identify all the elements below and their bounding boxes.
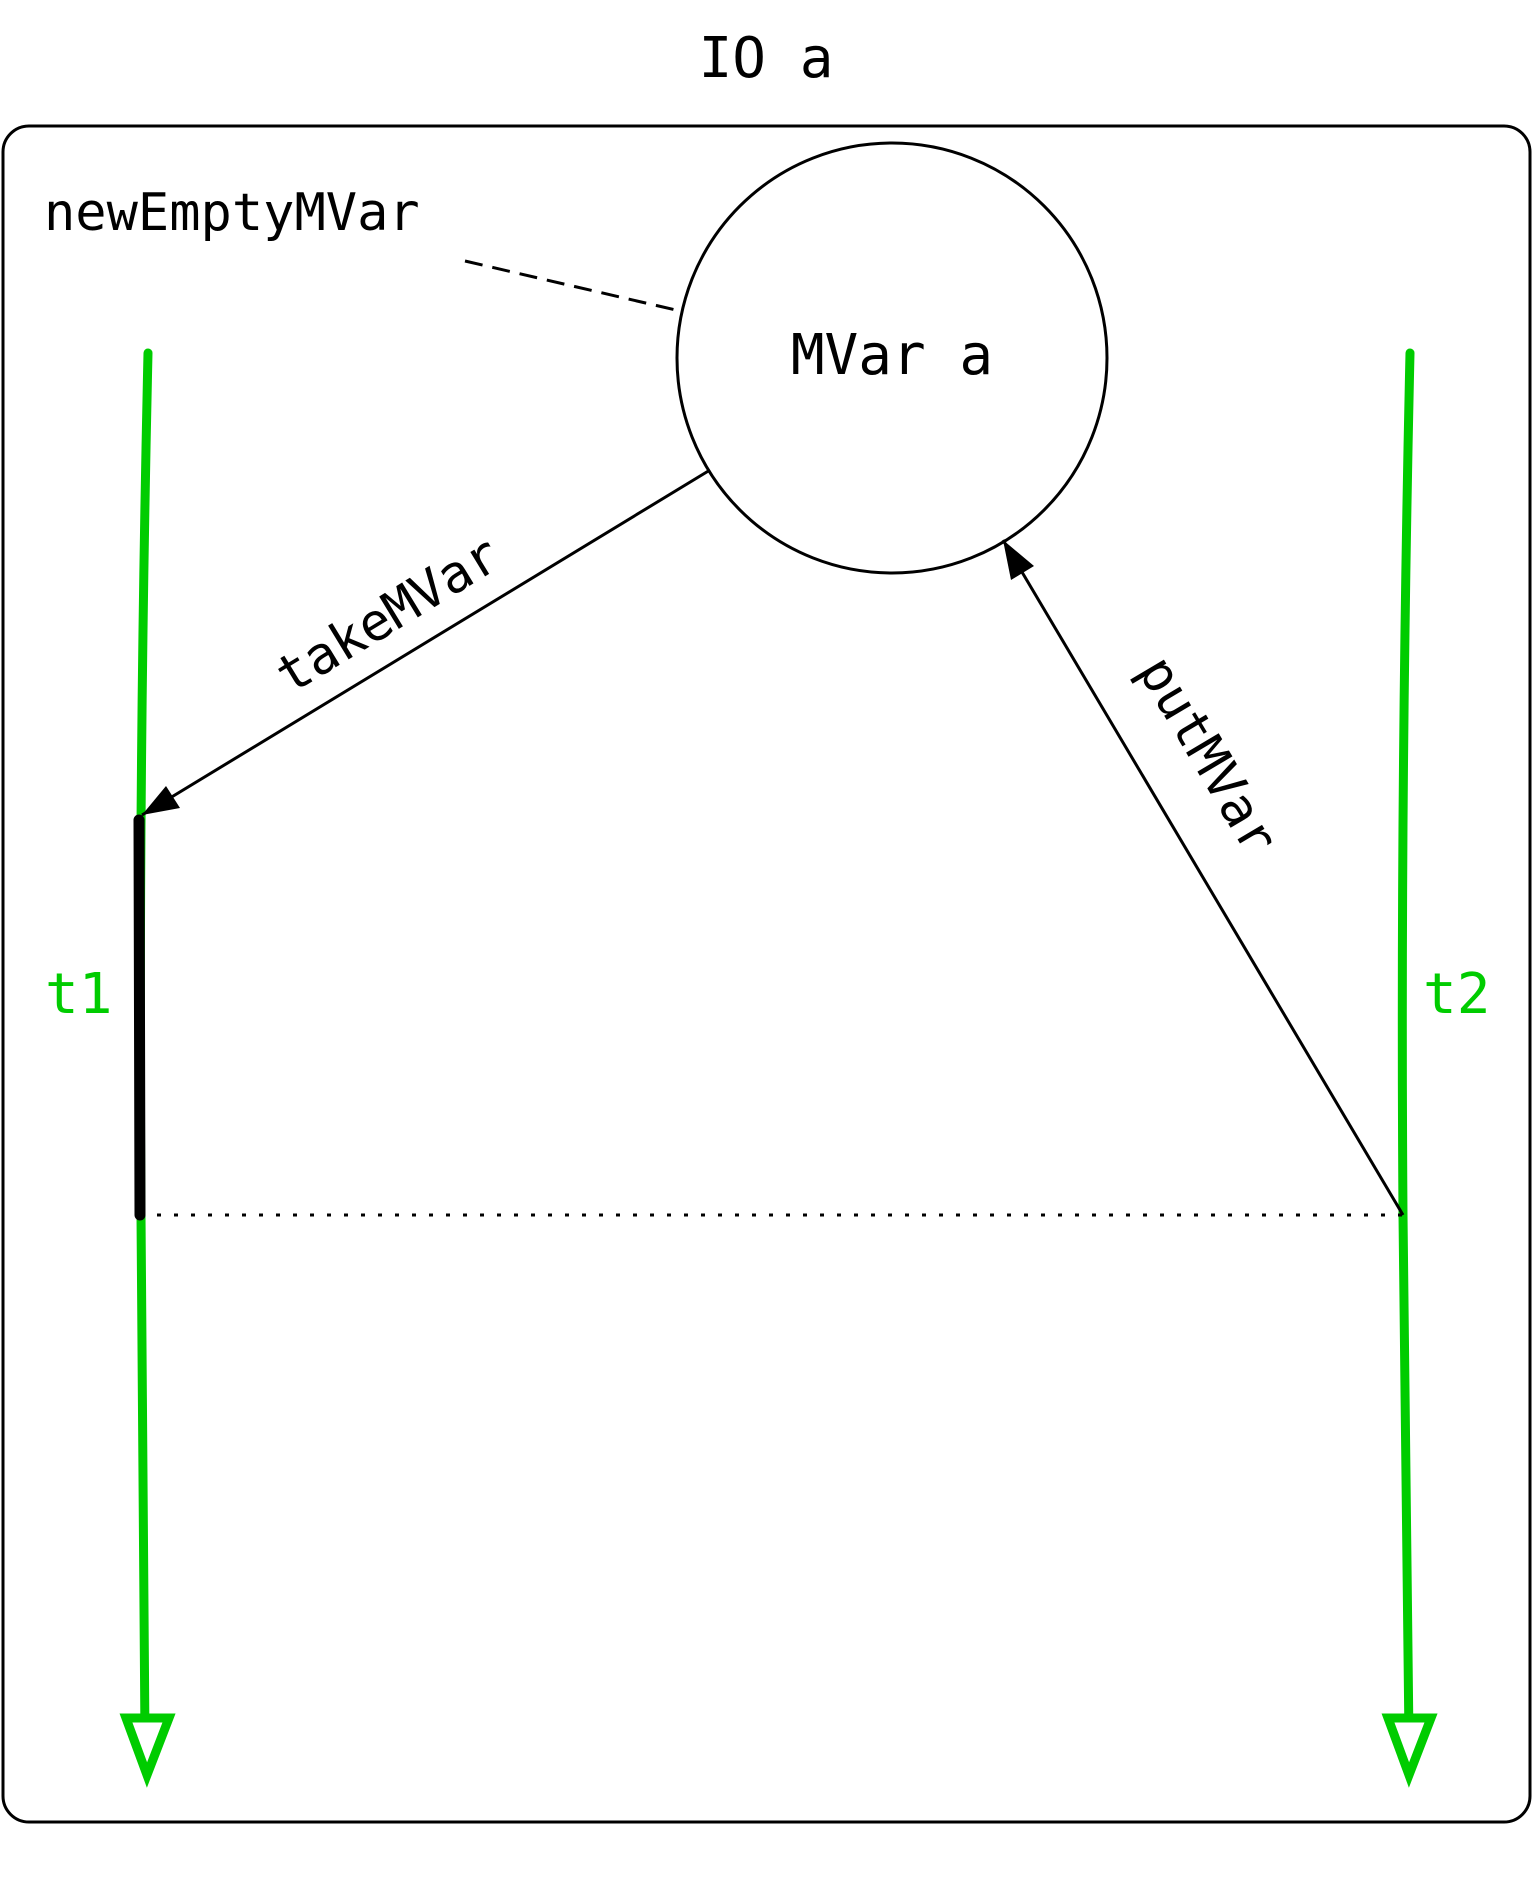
new-empty-mvar-connector xyxy=(464,259,681,313)
thread-t1-label: t1 xyxy=(45,962,112,1027)
put-mvar-arrowhead xyxy=(1003,540,1034,580)
put-mvar-label: putMVar xyxy=(1126,646,1289,865)
take-mvar-arrowhead xyxy=(142,786,180,815)
new-empty-mvar-label: newEmptyMVar xyxy=(44,183,420,243)
mvar-node xyxy=(675,141,1109,575)
t1-blocked-segment xyxy=(133,814,146,1221)
diagram-title: IO a xyxy=(699,26,834,91)
take-mvar-arrow xyxy=(141,468,711,817)
io-container xyxy=(1,124,1532,1824)
take-mvar-label: takeMVar xyxy=(266,525,511,706)
put-mvar-arrow xyxy=(1001,539,1405,1216)
thread-t2-line xyxy=(1397,348,1415,1745)
thread-t2-label: t2 xyxy=(1423,962,1490,1027)
thread-t1-arrowhead xyxy=(119,1713,176,1788)
mvar-label: MVar a xyxy=(791,323,993,388)
thread-t2-arrowhead xyxy=(1381,1713,1438,1788)
